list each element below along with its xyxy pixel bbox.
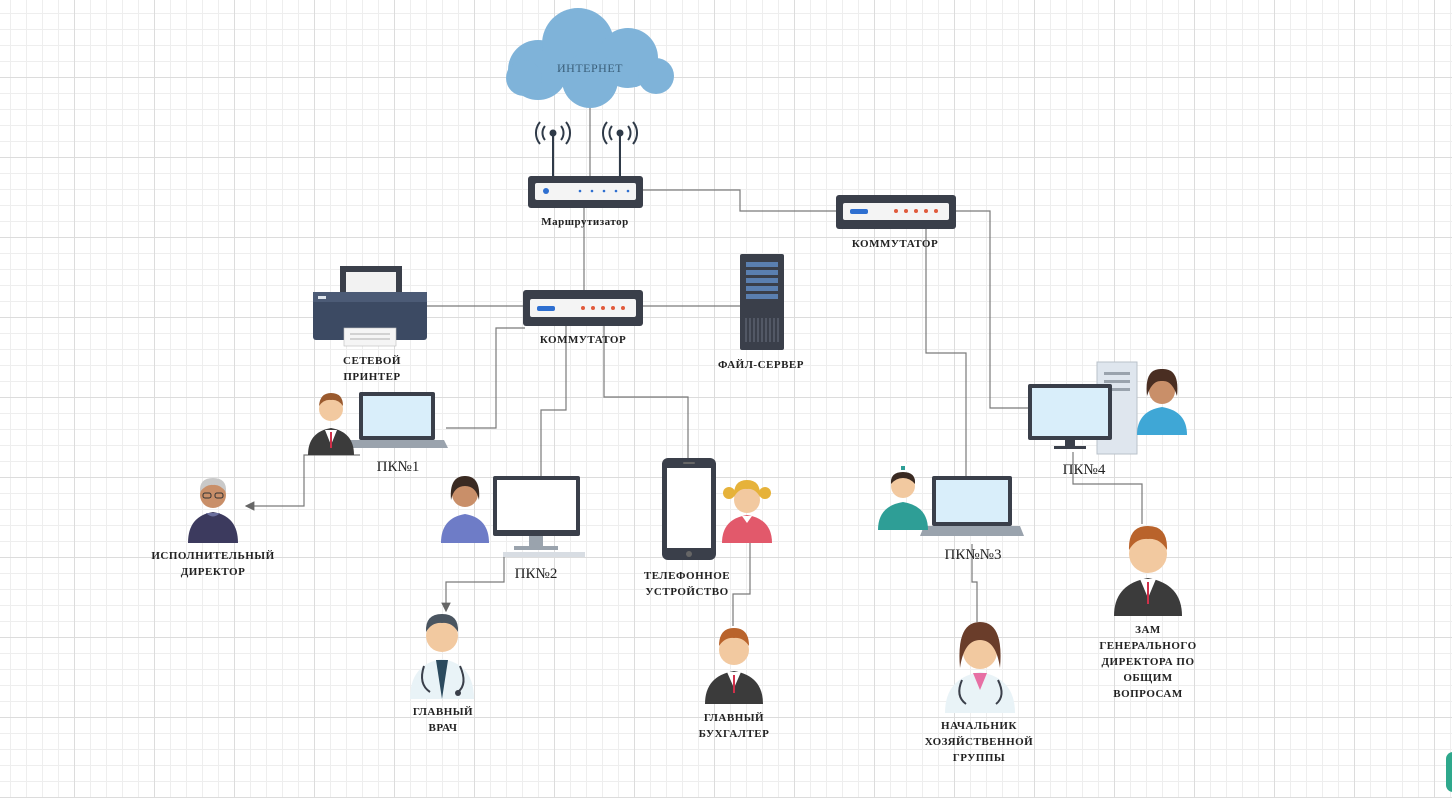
switch-icon (836, 195, 956, 229)
printer-icon (313, 266, 427, 347)
deputy-director-label: ЗАМ ГЕНЕРАЛЬНОГО ДИРЕКТОРА ПО ОБЩИМ ВОПР… (1099, 624, 1197, 700)
file-server-label: ФАЙЛ-СЕРВЕР (717, 359, 804, 371)
link-router-switch-right (642, 189, 838, 212)
businessman-icon (705, 628, 763, 704)
exec-director-label: ИСПОЛНИТЕЛЬНЫЙ ДИРЕКТОР (151, 550, 275, 578)
monitor-icon (1028, 384, 1112, 449)
link-switch-right-pc4 (955, 210, 1030, 409)
woman-icon (1137, 368, 1187, 435)
link-pc4-deputy (1072, 452, 1143, 524)
cloud-icon (506, 8, 674, 108)
wifi-signal-icon (535, 121, 638, 178)
switch-icon (523, 290, 643, 326)
link-pc1-exec-director (244, 454, 360, 511)
nurse-icon (878, 464, 928, 530)
woman-icon (441, 476, 489, 543)
laptop-icon (920, 476, 1024, 536)
router-label: Маршрутизатор (541, 216, 629, 228)
chief-doctor-label: ГЛАВНЫЙ ВРАЧ (412, 706, 474, 734)
businessman-icon (1114, 526, 1182, 616)
chief-accountant-label: ГЛАВНЫЙ БУХГАЛТЕР (698, 712, 770, 740)
doctor-icon (410, 614, 474, 699)
monitor-icon (493, 476, 585, 557)
telephone-label: ТЕЛЕФОННОЕ УСТРОЙСТВО (643, 570, 731, 598)
businessman-icon (308, 393, 354, 455)
grandmother-icon (188, 478, 238, 543)
switch-right-label: КОММУТАТОР (851, 238, 939, 250)
internet-label: ИНТЕРНЕТ (557, 61, 623, 75)
laptop-icon (346, 392, 448, 448)
smartphone-icon (662, 458, 716, 560)
router-icon (528, 176, 643, 208)
link-pc2-chief-doctor (441, 556, 505, 613)
link-switch-pc2 (540, 326, 567, 478)
link-switch-right-pc3 (925, 226, 967, 478)
pc2-label: ПК№2 (514, 566, 558, 582)
edge-indicator (1446, 752, 1452, 792)
link-pc3-head-household (971, 544, 978, 622)
link-phone-accountant (732, 540, 751, 626)
pc3-label: ПК№№3 (944, 547, 1002, 563)
female-doctor-icon (945, 622, 1015, 713)
switch-main-label: КОММУТАТОР (539, 334, 627, 346)
pc1-label: ПК№1 (376, 459, 420, 475)
pc4-label: ПК№4 (1062, 462, 1106, 478)
girl-icon (722, 480, 772, 543)
link-switch-pc1 (446, 327, 525, 429)
link-switch-phone (603, 326, 689, 460)
server-icon (740, 254, 784, 350)
network-printer-label: СЕТЕВОЙ ПРИНТЕР (343, 355, 401, 383)
head-household-label: НАЧАЛЬНИК ХОЗЯЙСТВЕННОЙ ГРУППЫ (924, 720, 1034, 764)
